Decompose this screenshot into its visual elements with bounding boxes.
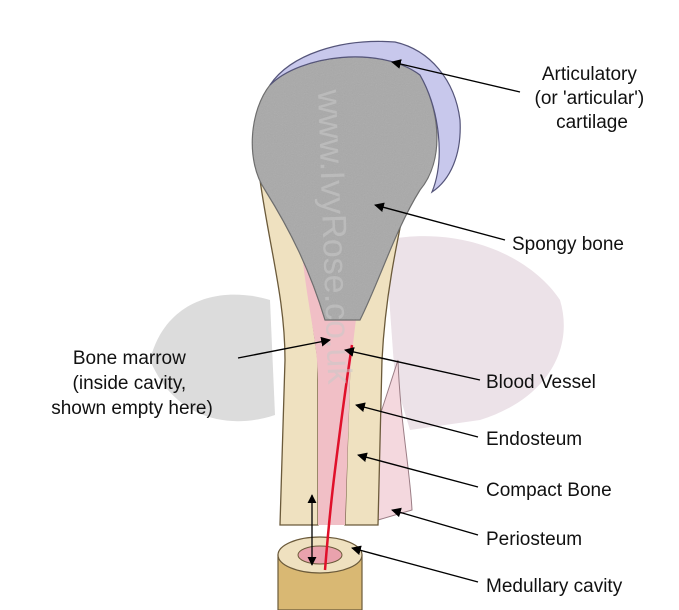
label-marrow-line-3: shown empty here) [51,398,213,419]
pointer-periosteum [392,510,478,535]
label-blood-vessel: Blood Vessel [486,372,596,393]
label-endosteum: Endosteum [486,429,582,450]
label-marrow-line-2: (inside cavity, [73,373,187,394]
pointer-medullary [352,548,478,582]
label-periosteum: Periosteum [486,529,582,550]
label-spongy-bone: Spongy bone [512,234,624,255]
label-marrow-line-1: Bone marrow [73,348,186,369]
label-bone-marrow: Bone marrow (inside cavity, shown empty … [51,348,213,419]
background-blob-right [385,236,564,430]
label-medullary-cavity: Medullary cavity [486,576,623,597]
label-articular-cartilage: Articulatory (or 'articular') cartilage [535,64,650,133]
label-articular-line-1: Articulatory [542,64,638,85]
label-articular-line-3: cartilage [556,112,628,133]
label-articular-line-2: (or 'articular') [535,88,645,109]
label-compact-bone: Compact Bone [486,480,612,501]
stump-cavity [298,546,342,564]
